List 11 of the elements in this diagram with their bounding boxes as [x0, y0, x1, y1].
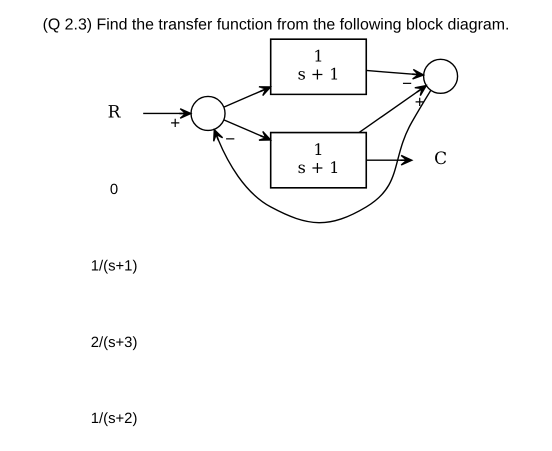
label: 1/(s+2): [90, 411, 138, 428]
label: 2/(s+3): [90, 334, 138, 351]
node-text: C: [434, 149, 448, 170]
node-text: R: [108, 102, 120, 123]
edge-label: −: [225, 129, 236, 148]
label: 0: [110, 182, 118, 198]
diagram-title: (Q 2.3) Find the transfer function from the following block diagram.: [42, 16, 510, 34]
edge-label: +: [170, 113, 180, 132]
edge-label: −: [402, 74, 412, 93]
label: 1/(s+1): [90, 258, 138, 274]
edge-label: +: [414, 92, 425, 112]
